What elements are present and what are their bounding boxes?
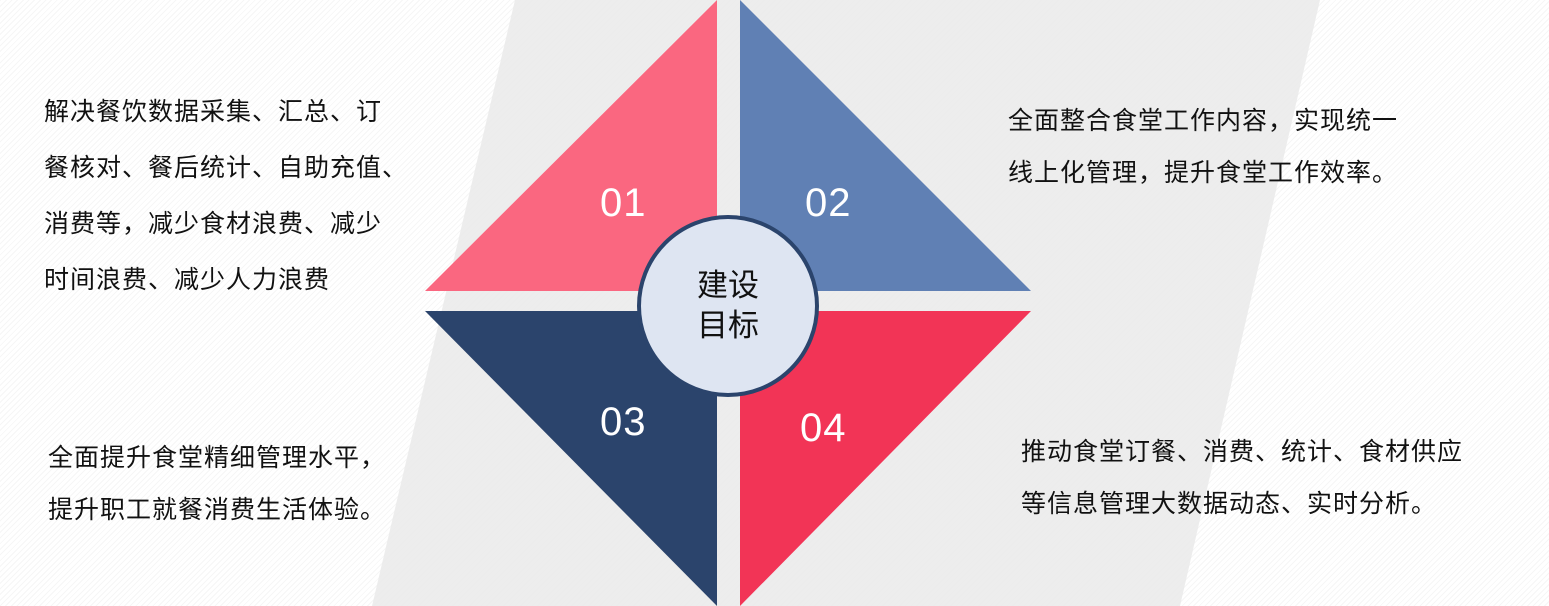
quadrant-03-number: 03	[600, 400, 647, 444]
description-line: 消费等，减少食材浪费、减少	[44, 209, 383, 238]
quadrant-04-triangle	[740, 311, 1031, 606]
quadrant-02-description: 全面整合食堂工作内容，实现统一 线上化管理，提升食堂工作效率。	[1008, 95, 1398, 199]
quadrant-02-triangle	[740, 0, 1031, 291]
quadrant-03-triangle	[425, 311, 717, 606]
description-line: 线上化管理，提升食堂工作效率。	[1008, 158, 1399, 187]
quadrant-01-number: 01	[600, 181, 647, 225]
description-line: 解决餐饮数据采集、汇总、订	[44, 97, 383, 126]
quadrant-01-description: 解决餐饮数据采集、汇总、订 餐核对、餐后统计、自助充值、 消费等，减少食材浪费、…	[44, 84, 408, 308]
description-line: 时间浪费、减少人力浪费	[44, 265, 331, 294]
center-title-line1: 建设	[697, 268, 759, 304]
description-line: 餐核对、餐后统计、自助充值、	[44, 153, 409, 182]
description-line: 提升职工就餐消费生活体验。	[48, 495, 387, 524]
description-line: 推动食堂订餐、消费、统计、食材供应	[1021, 437, 1464, 466]
quadrant-01-triangle	[425, 0, 717, 291]
description-line: 全面提升食堂精细管理水平，	[48, 443, 387, 472]
center-circle: 建设 目标	[637, 215, 819, 397]
description-line: 全面整合食堂工作内容，实现统一	[1008, 106, 1399, 135]
quadrant-03-description: 全面提升食堂精细管理水平， 提升职工就餐消费生活体验。	[48, 432, 386, 536]
quadrant-04-number: 04	[800, 406, 847, 450]
quadrant-04-description: 推动食堂订餐、消费、统计、食材供应 等信息管理大数据动态、实时分析。	[1021, 426, 1463, 530]
description-line: 等信息管理大数据动态、实时分析。	[1021, 489, 1438, 518]
center-title-line2: 目标	[697, 308, 759, 344]
quadrant-02-number: 02	[805, 181, 852, 225]
